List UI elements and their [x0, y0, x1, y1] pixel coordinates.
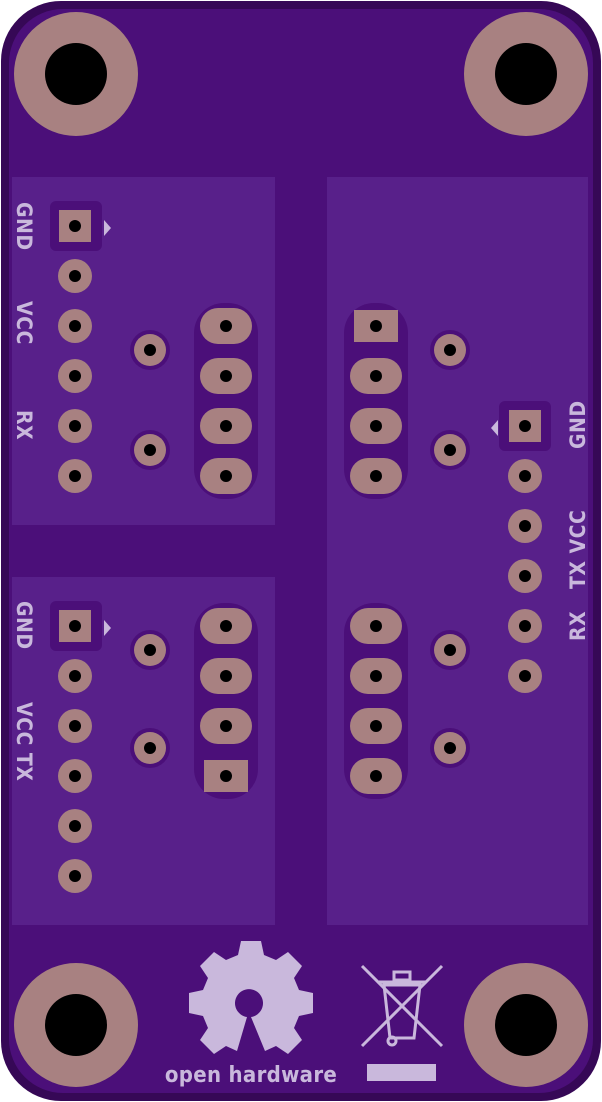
pin1-marker-icon [491, 420, 498, 436]
label-bl-gnd: GND [12, 601, 36, 650]
header-bottom-left [50, 601, 111, 893]
pin1-marker-icon [104, 220, 111, 236]
plane-right [327, 177, 588, 925]
oval-header-top-left [194, 303, 258, 499]
label-tl-rx: RX [12, 410, 36, 440]
single-pads-right-upper [430, 330, 470, 470]
open-hardware-gear-icon [189, 941, 313, 1054]
label-tl-gnd: GND [12, 202, 36, 251]
pin1-marker-icon [104, 620, 111, 636]
header-top-left [50, 201, 111, 493]
oval-header-bottom-left [194, 603, 258, 799]
label-bl-vcc-tx: VCC TX [12, 702, 36, 781]
label-r-rx: RX [566, 611, 590, 641]
single-pads-right-lower [430, 630, 470, 768]
single-pads-bottom-left [130, 630, 170, 768]
weee-bar [367, 1064, 436, 1081]
label-tl-vcc: VCC [12, 301, 36, 345]
mounting-hole-top-left [14, 12, 138, 136]
single-pads-top-left [130, 330, 170, 470]
mounting-hole-bottom-right [464, 963, 588, 1087]
mounting-hole-top-right [464, 12, 588, 136]
oval-header-right-upper [344, 303, 408, 499]
label-r-tx-vcc: TX VCC [566, 510, 590, 589]
weee-crossed-bin-icon [360, 964, 444, 1048]
open-hardware-text: open hardware [165, 1063, 337, 1088]
mounting-hole-bottom-left [14, 963, 138, 1087]
header-right [491, 401, 551, 693]
oval-header-right-lower [344, 603, 408, 799]
label-r-gnd: GND [566, 400, 590, 449]
